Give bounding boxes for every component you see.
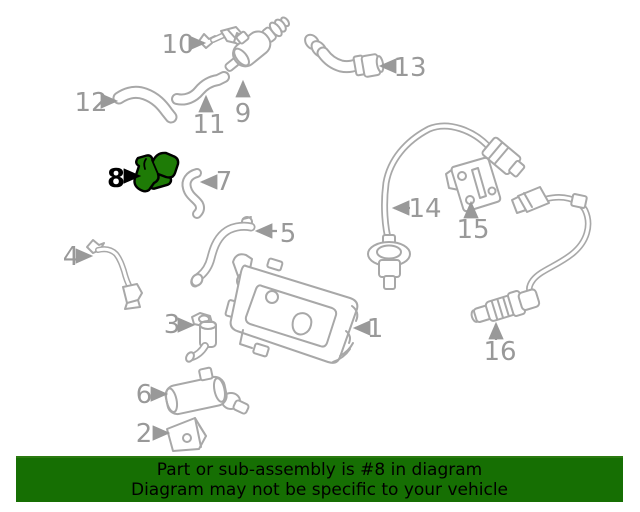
- svg-text:4[interactable]: 4: [63, 242, 80, 272]
- callout-9[interactable]: 9: [235, 79, 252, 129]
- svg-text:3[interactable]: 3: [164, 310, 181, 340]
- callouts: 1 2 3 4 5 6 7: [63, 30, 517, 449]
- callout-15[interactable]: 15: [456, 200, 490, 245]
- banner-line2: Diagram may not be specific to your vehi…: [130, 480, 508, 500]
- part-5-drawing[interactable]: [189, 216, 256, 288]
- svg-text:11[interactable]: 11: [192, 110, 225, 140]
- part-14-drawing[interactable]: [367, 122, 528, 290]
- svg-text:10[interactable]: 10: [161, 30, 194, 60]
- svg-text:15[interactable]: 15: [456, 215, 489, 245]
- svg-text:12[interactable]: 12: [74, 88, 107, 118]
- callout-1[interactable]: 1: [352, 314, 384, 344]
- part-16-drawing[interactable]: [468, 186, 592, 329]
- svg-text:14[interactable]: 14: [408, 194, 441, 224]
- callout-11[interactable]: 11: [192, 94, 226, 140]
- part-15-drawing[interactable]: [445, 156, 502, 213]
- callout-3[interactable]: 3: [164, 310, 196, 340]
- part-2-drawing[interactable]: [166, 417, 207, 452]
- svg-text:1[interactable]: 1: [367, 314, 384, 344]
- svg-text:7[interactable]: 7: [216, 167, 233, 197]
- part-1-drawing[interactable]: [224, 253, 359, 364]
- part-8-drawing-highlighted[interactable]: [133, 151, 180, 193]
- banner-line1: Part or sub-assembly is #8 in diagram: [156, 460, 483, 480]
- part-12-drawing[interactable]: [112, 85, 178, 124]
- callout-13[interactable]: 13: [378, 53, 427, 83]
- callout-8-highlighted[interactable]: 8: [107, 164, 142, 194]
- part-9-drawing[interactable]: [215, 5, 295, 78]
- svg-text:16[interactable]: 16: [483, 337, 516, 367]
- part-3-drawing[interactable]: [184, 312, 217, 363]
- svg-text:8[interactable]: 8: [107, 164, 125, 194]
- callout-5[interactable]: 5: [254, 219, 297, 249]
- svg-text:5[interactable]: 5: [280, 219, 297, 249]
- part-11-drawing[interactable]: [171, 71, 230, 106]
- svg-text:9[interactable]: 9: [235, 99, 252, 129]
- callout-6[interactable]: 6: [136, 380, 169, 410]
- callout-2[interactable]: 2: [136, 419, 171, 449]
- svg-text:2[interactable]: 2: [136, 419, 153, 449]
- svg-text:13[interactable]: 13: [393, 53, 426, 83]
- callout-12[interactable]: 12: [74, 88, 119, 118]
- callout-7[interactable]: 7: [199, 167, 233, 197]
- callout-16[interactable]: 16: [483, 321, 517, 367]
- callout-10[interactable]: 10: [161, 30, 207, 60]
- part-13-drawing[interactable]: [302, 32, 385, 78]
- part-4-drawing[interactable]: [86, 239, 143, 310]
- svg-text:6[interactable]: 6: [136, 380, 153, 410]
- part-7-drawing[interactable]: [181, 168, 206, 219]
- part-6-drawing[interactable]: [162, 365, 250, 416]
- highlight-notice-banner: Part or sub-assembly is #8 in diagram Di…: [16, 456, 623, 502]
- callout-14[interactable]: 14: [391, 194, 442, 224]
- callout-4[interactable]: 4: [63, 242, 94, 272]
